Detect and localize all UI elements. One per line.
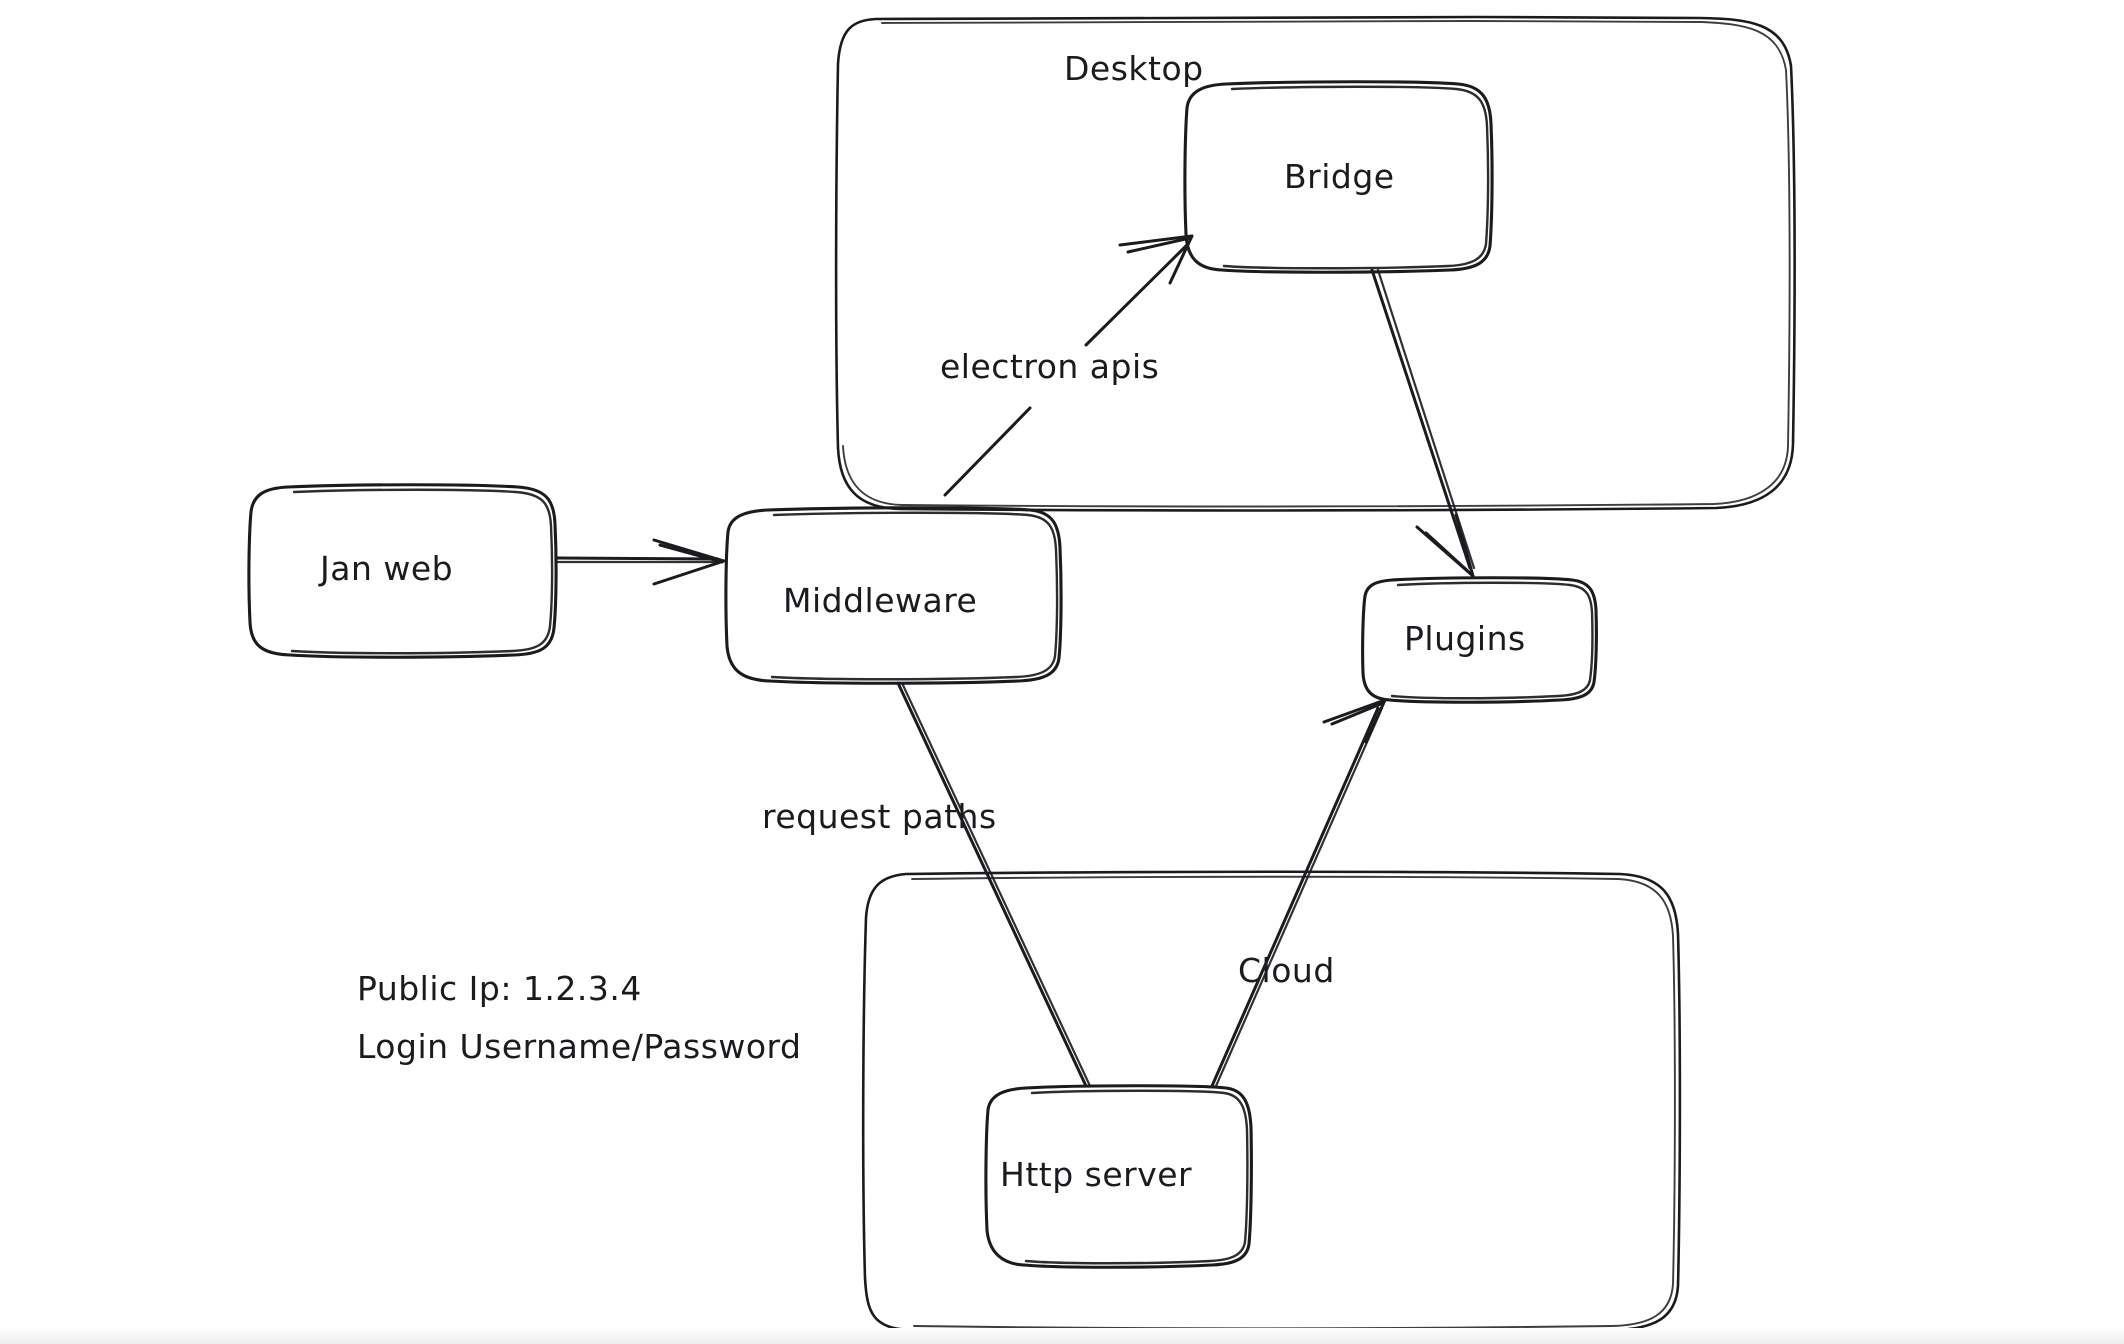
edge-http-server-to-plugins: Cloud [1210, 698, 1387, 1088]
node-label-plugins: Plugins [1404, 619, 1526, 658]
node-bridge[interactable]: Bridge [1183, 80, 1494, 274]
edge-middleware-to-bridge: electron apis [940, 234, 1194, 497]
edge-label-cloud: Cloud [1238, 951, 1335, 990]
node-label-middleware: Middleware [783, 581, 977, 620]
edge-label-request-paths: request paths [762, 797, 997, 836]
edge-label-electron-apis: electron apis [940, 347, 1159, 386]
node-label-jan-web: Jan web [318, 549, 453, 588]
note-line-public-ip: Public Ip: 1.2.3.4 [357, 969, 642, 1008]
group-desktop: Desktop [834, 15, 1796, 512]
node-label-bridge: Bridge [1284, 157, 1395, 196]
bottom-edge-band [0, 1328, 2124, 1344]
node-jan-web[interactable]: Jan web [247, 483, 558, 659]
note-line-login: Login Username/Password [357, 1027, 802, 1066]
node-middleware[interactable]: Middleware [724, 506, 1063, 685]
edge-jan-web-to-middleware [555, 538, 726, 586]
node-http-server[interactable]: Http server [984, 1084, 1253, 1269]
edge-middleware-to-http-server: request paths [762, 681, 1092, 1088]
node-plugins[interactable]: Plugins [1361, 576, 1598, 704]
group-label-desktop: Desktop [1064, 49, 1204, 88]
note-public-ip: Public Ip: 1.2.3.4 Login Username/Passwo… [357, 969, 802, 1066]
edge-bridge-to-plugins [1370, 268, 1476, 578]
group-cloud-container [861, 870, 1682, 1334]
node-label-http-server: Http server [1000, 1155, 1192, 1194]
